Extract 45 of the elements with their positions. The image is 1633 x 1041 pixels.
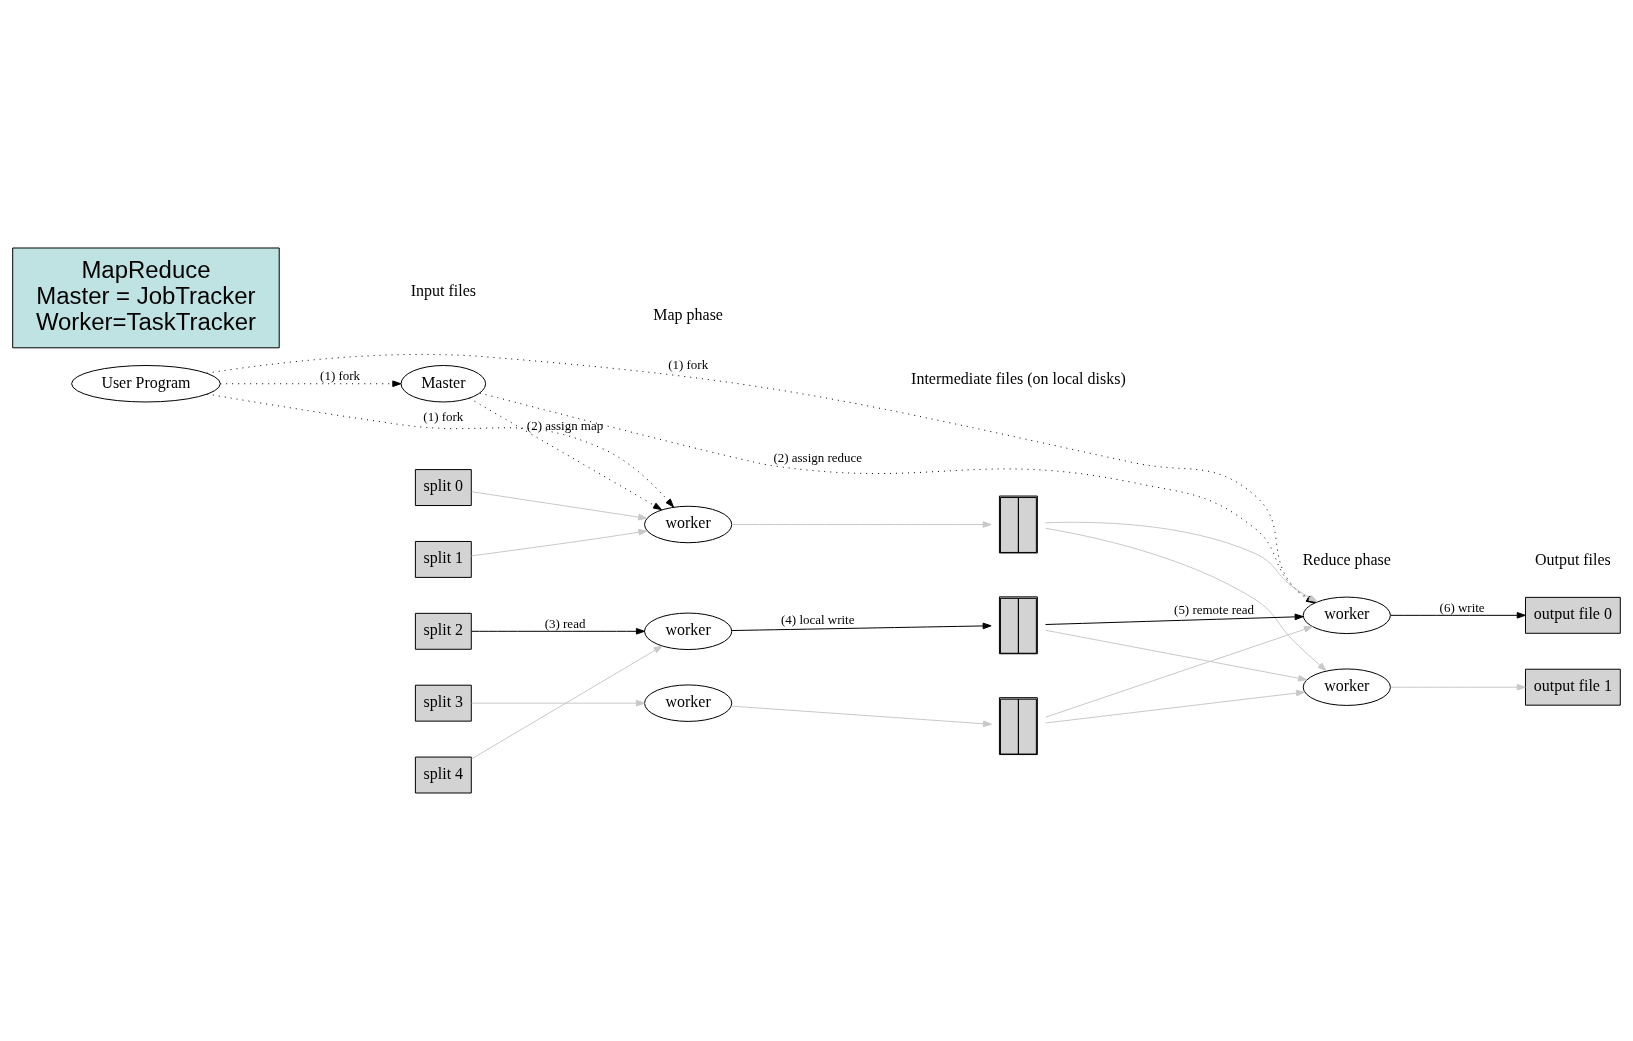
arrow [219,380,402,388]
edge-label: (5) remote read [1174,601,1255,617]
label: Output files [1534,551,1611,569]
arrow [471,628,645,635]
node-ellipse: worker [644,684,733,722]
node-ellipse: User Program [71,365,221,403]
arrow [471,528,648,557]
arrow [1045,527,1327,672]
arrow [1045,629,1308,682]
node-box: split 1 [414,540,472,578]
arrow [1045,613,1304,625]
node-box: output file 1 [1525,668,1621,706]
arrow [471,645,663,760]
node-box: MapReduce Master = JobTracker Worker=TaskTracker [12,247,280,349]
node-box: split 0 [414,469,472,507]
edge-label: (3) read [544,615,586,631]
arrow [1045,689,1305,724]
node-ellipse: worker [1302,668,1391,706]
edge-label: (6) write [1439,599,1485,615]
edge-label: (4) local write [781,611,855,627]
edge-label: (2) assign map [526,418,604,434]
edge-label: (1) fork [423,409,464,425]
node-ellipse: Master [400,365,487,403]
arrow [1045,626,1313,718]
arrow [730,705,992,728]
arrow [468,397,662,511]
arrow [731,622,992,631]
edge-label: (1) fork [668,357,709,373]
node-box: output file 0 [1525,596,1621,634]
node-box: split 3 [414,684,472,722]
label: Reduce phase [1302,551,1391,569]
arrow [731,521,992,528]
label: Input files [410,281,476,299]
arrow [1390,612,1526,619]
label: Intermediate files (on local disks) [911,369,1126,387]
edge-label: (2) assign reduce [773,450,863,466]
arrow [471,491,648,521]
node-box: split 2 [414,612,472,650]
label: Map phase [653,305,723,323]
arrow [471,699,645,707]
edge-label: (1) fork [320,368,361,384]
node-ellipse: worker [644,612,733,651]
node-ellipse: worker [644,505,733,544]
arrow [1390,683,1526,691]
node-box: split 4 [414,756,472,794]
